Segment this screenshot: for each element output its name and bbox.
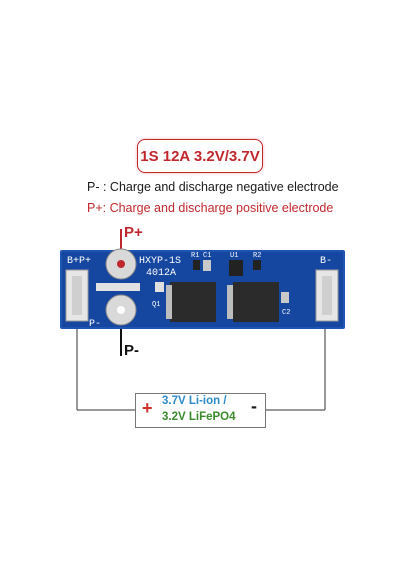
pcb-pad-right-label: B- (320, 256, 332, 267)
pcb-model: HXYP-1S (139, 256, 181, 267)
battery-lifepo4-label: 3.2V LiFePO4 (162, 411, 236, 423)
title-box: 1S 12A 3.2V/3.7V (137, 139, 263, 173)
legend-negative: P- : Charge and discharge negative elect… (87, 180, 339, 194)
terminal-plus-solder (117, 260, 125, 268)
pcb-pad-left-label: B+P+ (67, 256, 91, 267)
mosfet-right (233, 282, 279, 322)
component-small (155, 282, 164, 292)
battery-minus-sign: - (251, 396, 257, 416)
pcb-c1: C1 (203, 252, 211, 260)
mosfet-left (170, 282, 216, 322)
battery-plus-sign: + (142, 398, 153, 418)
pad-right-inner (322, 276, 332, 315)
pcb-u1: U1 (230, 252, 238, 260)
pcb-edge (60, 250, 345, 329)
lead-plus-label: P+ (124, 224, 143, 241)
pcb-r1: R1 (191, 252, 199, 260)
legend-positive: P+: Charge and discharge positive electr… (87, 201, 334, 215)
component-r1 (193, 260, 200, 270)
component-r2 (253, 260, 261, 270)
pcb-r2: R2 (253, 252, 261, 260)
terminal-minus-solder (117, 306, 125, 314)
component-c2 (281, 292, 289, 303)
lead-minus-label: P- (124, 342, 139, 359)
pcb-trace (96, 283, 140, 291)
pcb-p-minus-mark: P- (89, 319, 101, 330)
pcb-c2: C2 (282, 309, 290, 317)
battery-box (135, 393, 266, 428)
mosfet-right-tab (227, 285, 233, 319)
pcb-code: 4012A (146, 268, 176, 279)
mosfet-left-tab (166, 285, 172, 319)
component-c1 (203, 260, 211, 271)
title-text: 1S 12A 3.2V/3.7V (140, 147, 260, 165)
battery-liion-label: 3.7V Li-ion / (162, 395, 227, 407)
pad-left-inner (72, 276, 82, 315)
pcb-q1: Q1 (152, 301, 160, 309)
component-u1 (229, 260, 243, 276)
